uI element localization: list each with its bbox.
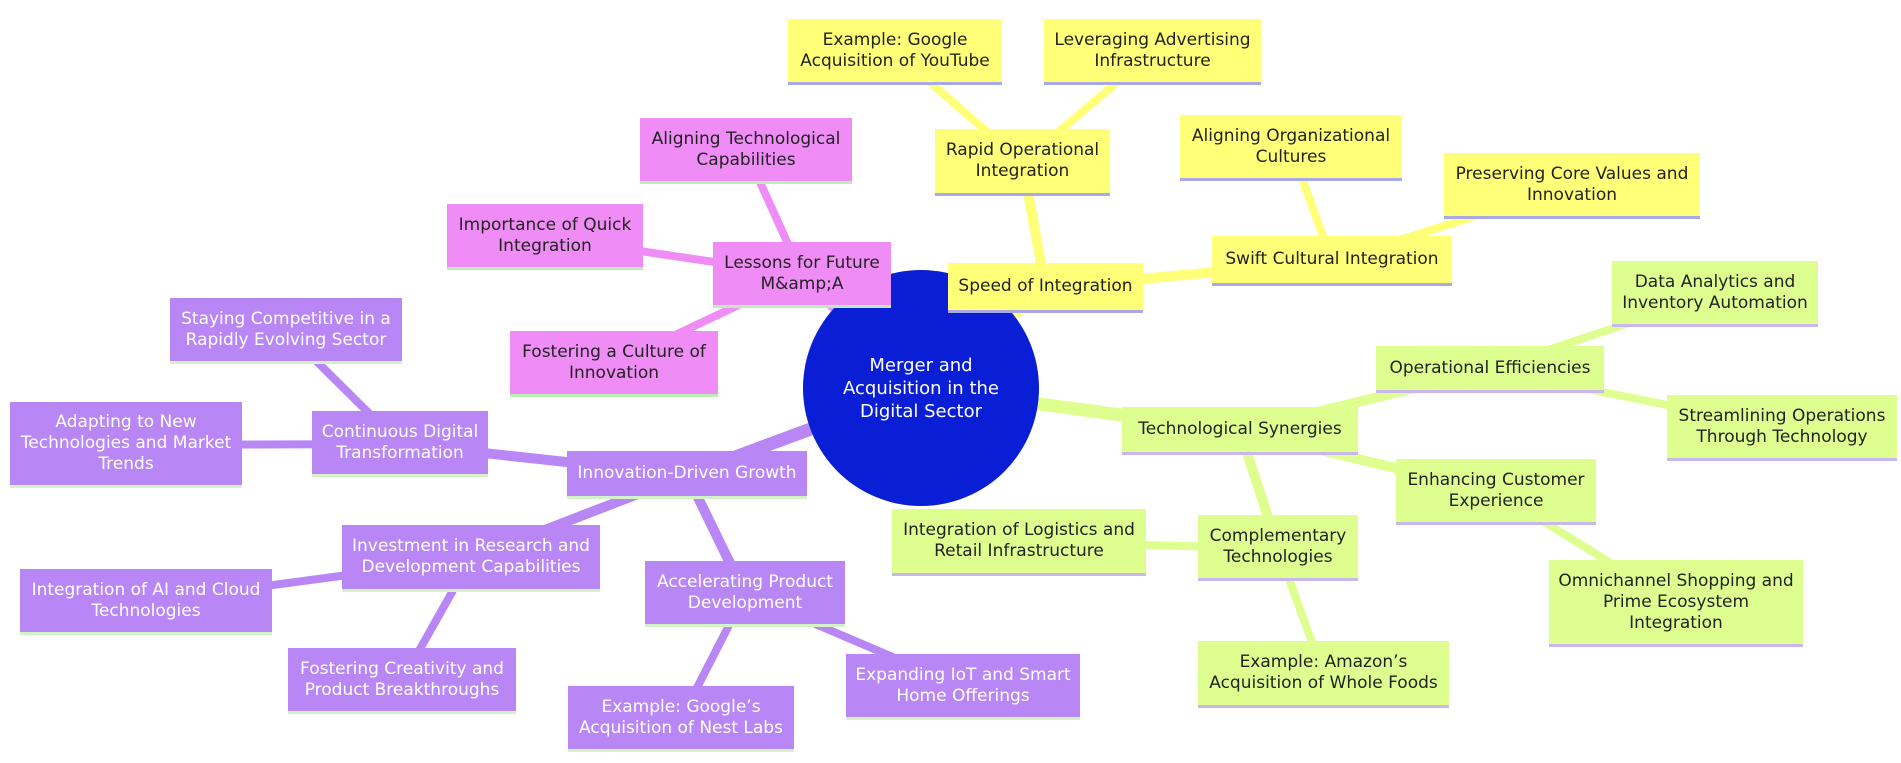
node-innovation-driven-growth: Innovation-Driven Growth xyxy=(567,451,807,499)
node-leveraging-advertising-label: Leveraging Advertising Infrastructure xyxy=(1054,29,1251,71)
node-omnichannel: Omnichannel Shopping and Prime Ecosystem… xyxy=(1549,560,1803,647)
node-speed-of-integration: Speed of Integration xyxy=(948,263,1143,313)
node-preserving-core-values-label: Preserving Core Values and Innovation xyxy=(1455,163,1689,205)
node-rapid-operational-integration-label: Rapid Operational Integration xyxy=(945,140,1100,181)
node-rapid-operational-integration: Rapid Operational Integration xyxy=(935,129,1110,196)
node-preserving-core-values: Preserving Core Values and Innovation xyxy=(1444,153,1700,219)
node-staying-competitive: Staying Competitive in a Rapidly Evolvin… xyxy=(170,298,402,364)
node-continuous-digital-transformation-label: Continuous Digital Transformation xyxy=(321,421,479,463)
node-example-amazon: Example: Amazon’s Acquisition of Whole F… xyxy=(1198,641,1449,708)
node-aligning-organizational-cultures: Aligning Organizational Cultures xyxy=(1180,115,1402,181)
node-aligning-technological-label: Aligning Technological Capabilities xyxy=(651,128,841,170)
node-continuous-digital-transformation: Continuous Digital Transformation xyxy=(312,411,488,477)
node-technological-synergies-label: Technological Synergies xyxy=(1138,419,1342,439)
node-example-google-youtube-label: Example: Google Acquisition of YouTube xyxy=(800,29,990,71)
node-operational-efficiencies-label: Operational Efficiencies xyxy=(1389,357,1591,378)
node-omnichannel-label: Omnichannel Shopping and Prime Ecosystem… xyxy=(1558,570,1794,633)
node-swift-cultural-integration: Swift Cultural Integration xyxy=(1212,236,1452,286)
node-accelerating-product-development: Accelerating Product Development xyxy=(645,561,845,627)
node-lessons-future-label: Lessons for Future M&amp;A xyxy=(724,252,880,294)
node-investment-rnd: Investment in Research and Development C… xyxy=(342,525,600,592)
node-aligning-technological: Aligning Technological Capabilities xyxy=(640,118,852,184)
node-example-nest-label: Example: Google’s Acquisition of Nest La… xyxy=(579,696,783,738)
root-label: Merger and Acquisition in the Digital Se… xyxy=(843,354,999,422)
node-adapting-technologies-label: Adapting to New Technologies and Market … xyxy=(20,412,232,474)
node-adapting-technologies: Adapting to New Technologies and Market … xyxy=(10,402,242,488)
node-enhancing-customer-experience-label: Enhancing Customer Experience xyxy=(1407,469,1585,511)
node-enhancing-customer-experience: Enhancing Customer Experience xyxy=(1396,459,1596,525)
node-logistics-retail-label: Integration of Logistics and Retail Infr… xyxy=(903,520,1135,561)
node-data-analytics-label: Data Analytics and Inventory Automation xyxy=(1622,271,1808,313)
node-ai-cloud: Integration of AI and Cloud Technologies xyxy=(20,569,272,635)
node-example-google-youtube: Example: Google Acquisition of YouTube xyxy=(788,19,1002,85)
node-iot-smart-home-label: Expanding IoT and Smart Home Offerings xyxy=(855,664,1071,706)
node-fostering-innovation-label: Fostering a Culture of Innovation xyxy=(522,341,706,383)
node-iot-smart-home: Expanding IoT and Smart Home Offerings xyxy=(846,654,1080,720)
node-data-analytics: Data Analytics and Inventory Automation xyxy=(1612,261,1818,327)
node-quick-integration-label: Importance of Quick Integration xyxy=(458,214,632,256)
node-complementary-technologies-label: Complementary Technologies xyxy=(1209,525,1347,567)
node-lessons-future: Lessons for Future M&amp;A xyxy=(713,242,891,308)
node-investment-rnd-label: Investment in Research and Development C… xyxy=(352,536,590,577)
node-logistics-retail: Integration of Logistics and Retail Infr… xyxy=(892,509,1146,576)
node-ai-cloud-label: Integration of AI and Cloud Technologies xyxy=(31,579,261,621)
node-accelerating-product-development-label: Accelerating Product Development xyxy=(657,571,833,613)
node-swift-cultural-integration-label: Swift Cultural Integration xyxy=(1225,249,1439,269)
node-example-nest: Example: Google’s Acquisition of Nest La… xyxy=(568,686,794,752)
node-innovation-driven-growth-label: Innovation-Driven Growth xyxy=(577,463,797,483)
node-quick-integration: Importance of Quick Integration xyxy=(447,204,643,270)
node-technological-synergies: Technological Synergies xyxy=(1122,407,1358,455)
node-fostering-creativity-label: Fostering Creativity and Product Breakth… xyxy=(300,658,504,700)
node-complementary-technologies: Complementary Technologies xyxy=(1198,515,1358,581)
node-fostering-innovation: Fostering a Culture of Innovation xyxy=(510,331,718,397)
node-leveraging-advertising: Leveraging Advertising Infrastructure xyxy=(1044,19,1261,85)
node-fostering-creativity: Fostering Creativity and Product Breakth… xyxy=(288,648,516,714)
node-streamlining-operations-label: Streamlining Operations Through Technolo… xyxy=(1678,405,1886,447)
node-aligning-organizational-cultures-label: Aligning Organizational Cultures xyxy=(1191,125,1391,167)
node-streamlining-operations: Streamlining Operations Through Technolo… xyxy=(1667,395,1897,461)
node-example-amazon-label: Example: Amazon’s Acquisition of Whole F… xyxy=(1209,652,1438,693)
node-staying-competitive-label: Staying Competitive in a Rapidly Evolvin… xyxy=(181,308,391,350)
node-speed-of-integration-label: Speed of Integration xyxy=(958,276,1133,296)
node-operational-efficiencies: Operational Efficiencies xyxy=(1376,346,1604,393)
